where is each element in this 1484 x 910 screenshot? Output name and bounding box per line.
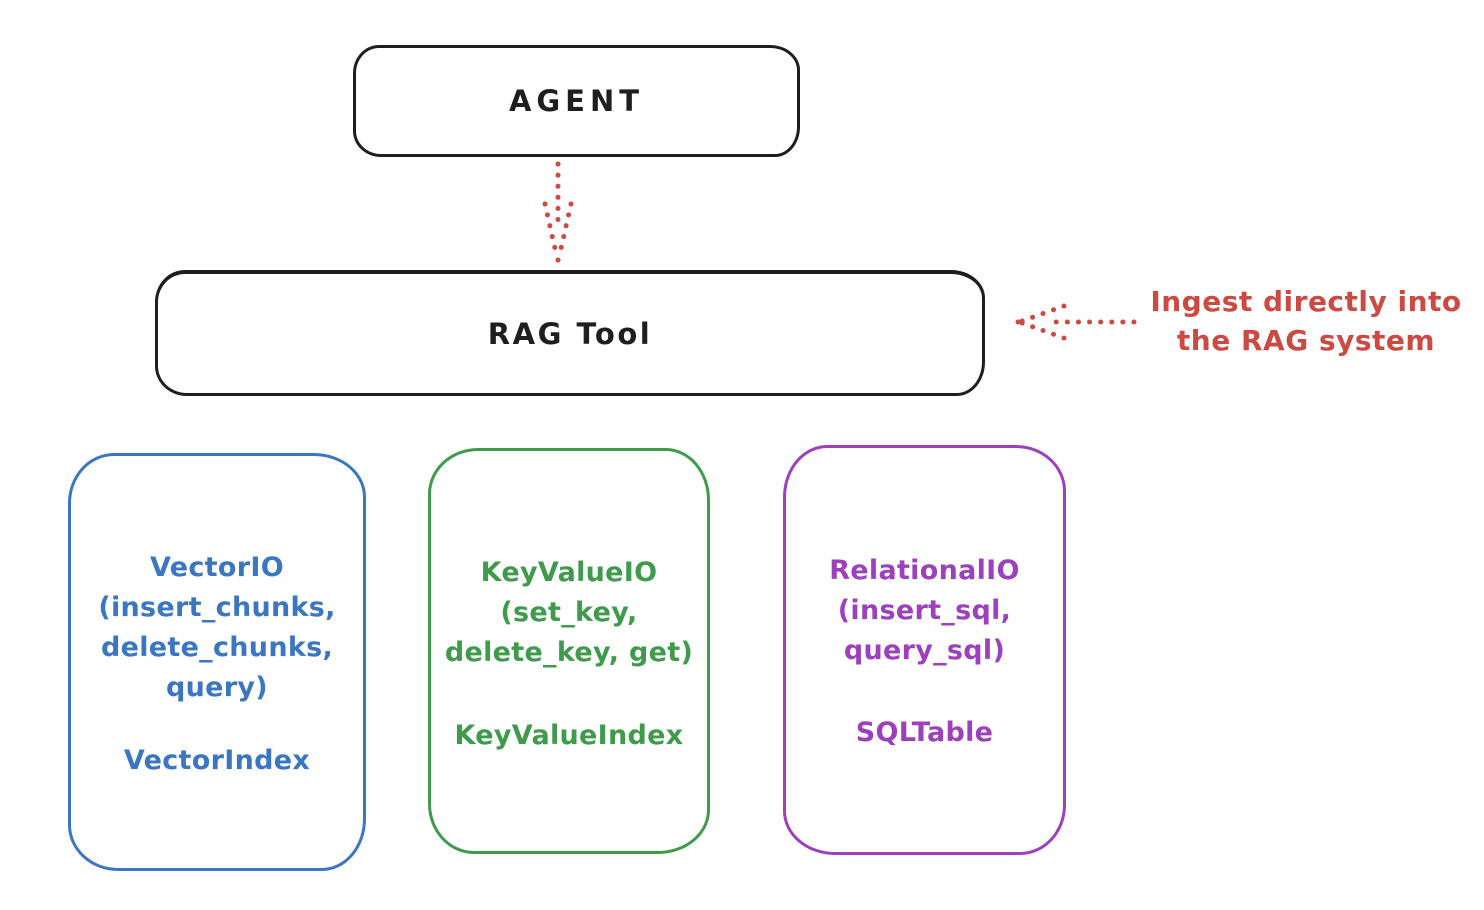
agent-to-rag-arrow-icon [542, 161, 574, 263]
agent-box: AGENT [353, 45, 800, 157]
annotation-line-1: Ingest directly into [1150, 285, 1462, 318]
vector-io-line: delete_chunks, [100, 632, 334, 663]
keyvalue-index-label: KeyValueIndex [454, 720, 684, 751]
rag-tool-box: RAG Tool [155, 270, 985, 396]
vector-io-box: VectorIO (insert_chunks, delete_chunks, … [68, 453, 366, 871]
rag-tool-label: RAG Tool [487, 316, 653, 351]
keyvalue-io-box: KeyValueIO (set_key, delete_key, get) Ke… [428, 448, 710, 854]
relational-io-line: query_sql) [843, 635, 1006, 666]
keyvalue-io-line: delete_key, get) [444, 637, 694, 668]
relational-io-box: RelationalIO (insert_sql, query_sql) SQL… [783, 445, 1066, 855]
keyvalue-io-line: (set_key, [500, 597, 638, 628]
ingest-annotation: Ingest directly into the RAG system [1132, 282, 1480, 360]
annotation-line-2: the RAG system [1176, 324, 1436, 357]
relational-io-text: RelationalIO (insert_sql, query_sql) SQL… [786, 448, 1063, 753]
keyvalue-io-line: KeyValueIO [480, 557, 658, 588]
agent-label: AGENT [508, 84, 645, 118]
vector-index-label: VectorIndex [123, 745, 311, 776]
relational-io-line: RelationalIO [829, 555, 1020, 586]
keyvalue-io-text: KeyValueIO (set_key, delete_key, get) Ke… [431, 451, 707, 756]
sql-table-label: SQLTable [855, 717, 994, 748]
vector-io-line: VectorIO [150, 552, 284, 583]
relational-io-line: (insert_sql, [837, 595, 1012, 626]
vector-io-line: (insert_chunks, [98, 592, 336, 623]
vector-io-line: query) [166, 672, 268, 703]
ingest-arrow-icon [1015, 303, 1137, 341]
vector-io-text: VectorIO (insert_chunks, delete_chunks, … [71, 456, 363, 781]
